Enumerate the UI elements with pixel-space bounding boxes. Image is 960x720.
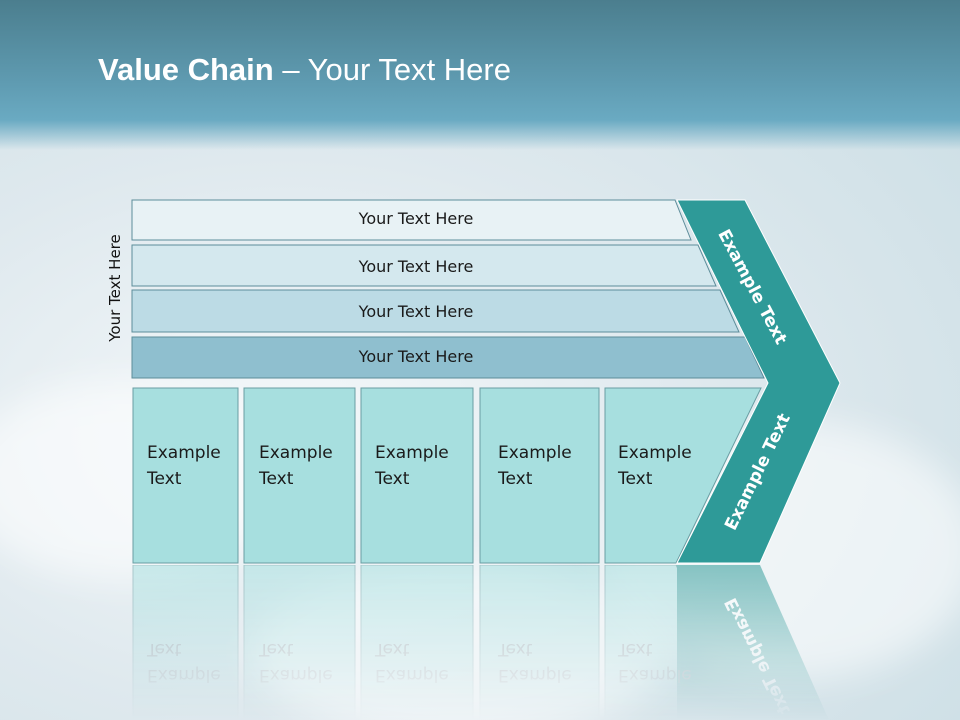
refl-chevron-tip xyxy=(676,565,829,720)
row-group: Your Text Here Your Text Here Your Text … xyxy=(131,199,765,379)
box-4 xyxy=(479,387,600,564)
row-bar-3 xyxy=(131,289,740,333)
refl-box-1 xyxy=(132,564,239,720)
box-4-line1: Example xyxy=(498,443,572,463)
title-bold: Value Chain xyxy=(98,52,274,87)
refl-box-5-line1: Example xyxy=(618,665,692,685)
refl-box-3-line2: Text xyxy=(374,639,410,659)
chevron-shape xyxy=(676,199,841,564)
refl-box-3-line1: Example xyxy=(375,665,449,685)
refl-box-2 xyxy=(243,564,356,720)
title-rest: – Your Text Here xyxy=(273,52,511,87)
row-label-3: Your Text Here xyxy=(358,302,474,321)
box-2-line1: Example xyxy=(259,443,333,463)
box-5 xyxy=(604,387,762,564)
header-band xyxy=(0,0,960,150)
box-1-line1: Example xyxy=(147,443,221,463)
refl-box-1-line2: Text xyxy=(146,639,182,659)
refl-box-1-line1: Example xyxy=(147,665,221,685)
row-label-2: Your Text Here xyxy=(358,257,474,276)
box-2 xyxy=(243,387,356,564)
refl-box-3 xyxy=(360,564,474,720)
refl-box-5-line2: Text xyxy=(617,639,653,659)
box-4-line2: Text xyxy=(497,469,533,489)
box-3 xyxy=(360,387,474,564)
chevron-group: Example Text Example Text xyxy=(676,199,841,564)
row-bar-4 xyxy=(131,336,765,379)
row-label-4: Your Text Here xyxy=(358,347,474,366)
refl-box-2-line1: Example xyxy=(259,665,333,685)
row-label-1: Your Text Here xyxy=(358,209,474,228)
box-5-line2: Text xyxy=(617,469,653,489)
box-1 xyxy=(132,387,239,564)
box-group: Example Text Example Text Example Text E… xyxy=(132,387,762,564)
box-3-line2: Text xyxy=(374,469,410,489)
box-1-line2: Text xyxy=(146,469,182,489)
box-5-line1: Example xyxy=(618,443,692,463)
box-2-line2: Text xyxy=(258,469,294,489)
row-bar-2 xyxy=(131,244,717,287)
diagram-reflection: Example Text Example Text Example Text E… xyxy=(132,564,829,720)
refl-box-4 xyxy=(479,564,600,720)
refl-box-2-line2: Text xyxy=(258,639,294,659)
refl-box-4-line2: Text xyxy=(497,639,533,659)
box-3-line1: Example xyxy=(375,443,449,463)
slide-title: Value Chain – Your Text Here xyxy=(98,52,511,88)
row-bar-1 xyxy=(131,199,692,241)
refl-box-4-line1: Example xyxy=(498,665,572,685)
